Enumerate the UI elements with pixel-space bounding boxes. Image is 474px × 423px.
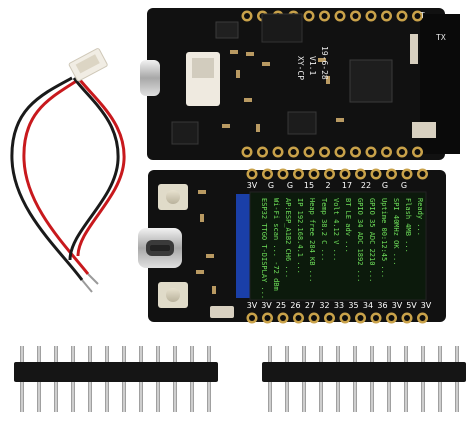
top-board-pad-row-bottom	[241, 146, 423, 158]
lcd-line: BT LE adv ...	[344, 198, 352, 253]
pin-label: 34	[363, 301, 373, 310]
pin-label: 15	[304, 181, 314, 190]
pin-label: 5V	[406, 301, 417, 310]
lcd-screen	[249, 191, 427, 301]
silkscreen-tx: TX	[436, 33, 446, 42]
bottom-board-pad-row-bottom	[246, 312, 428, 324]
pin-label: 26	[290, 301, 300, 310]
lcd-line: GPIO 35 ADC 2210 ...	[368, 198, 376, 282]
pin-header-right-plastic	[262, 362, 466, 382]
top-board-chip-top	[261, 13, 303, 43]
top-board-main-chip	[349, 59, 393, 103]
pin-label: 27	[305, 301, 315, 310]
top-board-ic	[215, 21, 239, 39]
pin-label: 32	[319, 301, 329, 310]
cable-end-tinned	[81, 279, 93, 293]
pin-labels-top: 3V G G 15 2 17 22 G G	[247, 181, 407, 190]
pin-label: G	[382, 181, 388, 190]
silkscreen-model: XY-CP	[296, 56, 305, 80]
pin-label: 3V	[392, 301, 403, 310]
cable-wire-red-loop	[76, 79, 126, 257]
cable-wire-black	[10, 76, 84, 281]
usb-c-port-tongue	[150, 245, 170, 251]
pin-label: 22	[361, 181, 371, 190]
top-board-usb-port	[140, 60, 160, 96]
lcd-flex-connector	[236, 194, 250, 298]
pin-label: 3V	[261, 301, 272, 310]
lcd-line: SPI 40MHz OK ...	[392, 198, 400, 265]
lcd-line: ESP32 TTGO T-DISPLAY ...	[260, 198, 268, 299]
pin-header-left	[14, 346, 218, 412]
silkscreen-corner: T	[420, 11, 425, 20]
lcd-line: Heap free 284 KB ...	[308, 198, 316, 282]
pin-label: G	[287, 181, 293, 190]
top-board-smd-parts	[222, 50, 344, 132]
lcd-line: Wi-Fi scan ... -72 dBm	[272, 198, 280, 291]
pin-header-left-plastic	[14, 362, 218, 382]
lcd-line: Temp 38.2 C ...	[320, 198, 328, 261]
top-board-pcb	[147, 8, 445, 160]
cable-wire-black-loop	[68, 77, 120, 261]
lcd-text-block: ESP32 TTGO T-DISPLAY ... Wi-Fi scan ... -…	[260, 198, 424, 299]
lcd-line: IP 192.168.4.1 ...	[296, 198, 304, 274]
top-board-crystal	[412, 122, 436, 138]
lcd-line: Flash 4MB ...	[404, 198, 412, 253]
lcd-line: Ready ...	[416, 198, 424, 236]
top-board-button-side	[410, 34, 418, 64]
pin-label: 3V	[421, 301, 432, 310]
pin-label: 2	[325, 181, 330, 190]
pin-label: 17	[342, 181, 352, 190]
button-bottom-cap	[166, 288, 180, 302]
lcd-line: GPIO 34 ADC 1892 ...	[356, 198, 364, 282]
top-board-regulator	[287, 111, 317, 135]
pin-label: 35	[348, 301, 358, 310]
lcd-line: Volt 4.12 V ...	[332, 198, 340, 261]
bottom-board: ESP32 TTGO T-DISPLAY ... Wi-Fi scan ... -…	[138, 168, 446, 324]
cable-end-tinned-2	[87, 273, 99, 285]
lcd-line: AP:ESP_A1B2 CH6 ...	[284, 198, 292, 278]
top-board-chip-small	[171, 121, 199, 145]
pin-label: G	[268, 181, 274, 190]
button-top-cap	[166, 190, 180, 204]
pin-label: 25	[276, 301, 286, 310]
pin-header-right	[262, 346, 466, 412]
silkscreen-date: 19-6-28	[320, 46, 329, 80]
battery-connector-socket	[192, 58, 214, 78]
bottom-board-pad-row-top	[246, 168, 428, 180]
cable-wire-red	[22, 78, 90, 275]
pin-label: G	[401, 181, 407, 190]
pin-label: 36	[377, 301, 387, 310]
pin-label: 3V	[247, 301, 258, 310]
pin-label: 33	[334, 301, 344, 310]
top-board: 19-6-28 V1.1 XY-CP T TX	[140, 8, 460, 160]
cable-jst-connector	[68, 48, 108, 82]
jst-cable	[10, 48, 126, 293]
bottom-board-smd-parts	[196, 190, 216, 294]
pin-label: 3V	[247, 181, 258, 190]
silkscreen-version: V1.1	[308, 56, 317, 75]
bottom-board-switch	[210, 306, 234, 318]
lcd-line: Uptime 00:12:45 ...	[380, 198, 388, 278]
